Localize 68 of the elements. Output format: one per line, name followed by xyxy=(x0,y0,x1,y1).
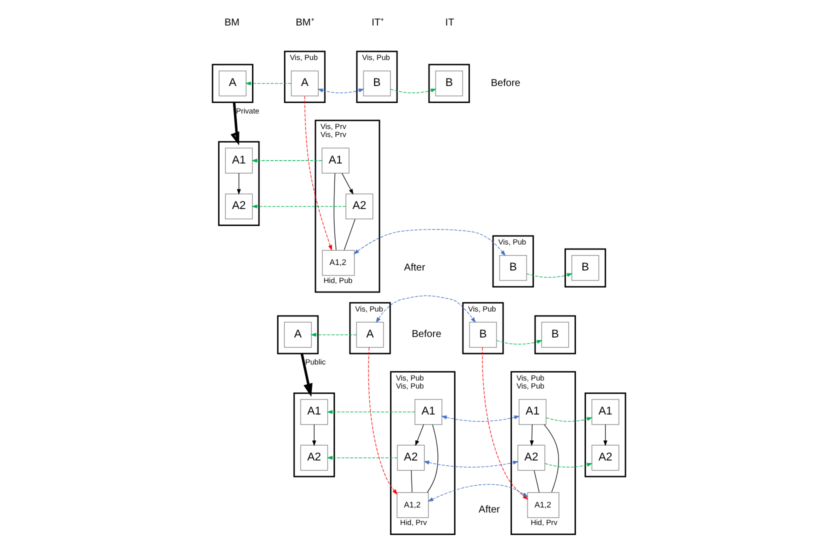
node-box: A xyxy=(356,322,384,348)
cluster xyxy=(211,64,253,103)
arrow xyxy=(236,172,240,195)
label: After xyxy=(404,262,425,274)
node-box: A xyxy=(284,322,312,348)
node-box: A1 xyxy=(300,399,328,425)
node-box: A xyxy=(218,70,246,96)
node-box: A1 xyxy=(321,148,349,174)
arrow xyxy=(352,229,506,256)
arrow xyxy=(316,88,364,94)
node-box: A2 xyxy=(224,194,252,220)
node-box: B xyxy=(434,70,462,96)
arrow xyxy=(326,410,415,414)
node-box: B xyxy=(571,255,599,281)
arrow xyxy=(251,158,322,163)
node-box: A1 xyxy=(591,399,619,425)
arrow xyxy=(423,460,518,468)
connector xyxy=(426,424,438,493)
arrow xyxy=(496,340,542,344)
cluster xyxy=(428,64,470,103)
connector xyxy=(533,470,540,493)
connector xyxy=(543,424,558,492)
arrow xyxy=(244,81,292,86)
label: Before xyxy=(411,329,441,340)
arrow xyxy=(602,424,607,446)
arrow xyxy=(251,204,346,208)
cluster xyxy=(292,392,334,478)
cluster xyxy=(276,315,318,354)
node-box: A1 xyxy=(224,148,252,174)
node-box: A xyxy=(290,70,318,96)
connector xyxy=(333,173,336,250)
arrow xyxy=(368,347,398,495)
connector xyxy=(343,218,355,250)
connector xyxy=(410,470,412,493)
node-box: A1 xyxy=(518,399,546,425)
arrow xyxy=(341,172,353,195)
node-box: B xyxy=(540,322,568,348)
arrow xyxy=(545,417,592,422)
label: Before xyxy=(490,78,520,89)
node-box: A2 xyxy=(396,444,424,471)
node-box: B xyxy=(362,70,390,96)
label: After xyxy=(478,504,500,516)
label: IT xyxy=(444,18,454,29)
arrow xyxy=(529,424,534,446)
node-box: A2 xyxy=(345,194,373,220)
node-box: B xyxy=(468,322,496,348)
node-box: B xyxy=(498,255,526,281)
arrow xyxy=(304,96,332,251)
arrow xyxy=(526,273,572,278)
cluster xyxy=(534,315,576,354)
label: BM⁺ xyxy=(295,18,314,29)
arrow xyxy=(414,424,424,446)
arrow xyxy=(326,456,398,460)
node-box: A2 xyxy=(300,444,328,471)
arrow xyxy=(312,424,316,446)
arrow xyxy=(390,88,436,94)
arrow xyxy=(544,462,592,468)
arrow xyxy=(300,353,312,397)
node-box: A2 xyxy=(517,444,545,471)
node-box: A2 xyxy=(591,444,619,471)
arrow xyxy=(230,102,239,146)
arrow xyxy=(440,415,520,422)
arrow xyxy=(375,295,476,323)
label: BM xyxy=(224,18,240,29)
label: IT⁺ xyxy=(371,18,384,29)
cluster xyxy=(218,141,260,226)
node-box: A1 xyxy=(414,399,442,425)
arrow xyxy=(310,332,356,337)
